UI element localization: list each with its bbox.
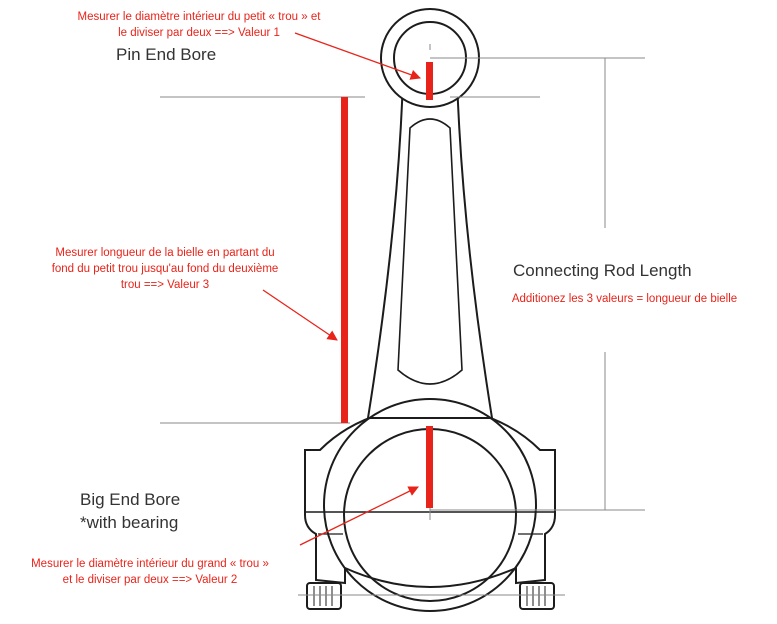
length-note-line-1: Mesurer longueur de la bielle en partant… — [55, 247, 275, 259]
dimension-guides — [160, 57, 645, 596]
length-note-line-2: fond du petit trou jusqu'au fond du deux… — [51, 263, 279, 275]
big-end-annotation: Mesurer le diamètre intérieur du grand «… — [0, 556, 300, 588]
pin-end-annotation: Mesurer le diamètre intérieur du petit «… — [18, 9, 380, 41]
pin-radius-bar — [426, 62, 433, 100]
big-end-radius-bar — [426, 426, 433, 508]
big-end-bore-outer — [323, 398, 537, 612]
big-note-line-2: et le diviser par deux ==> Valeur 2 — [62, 574, 238, 586]
rod-beam — [366, 77, 494, 419]
measurement-bars — [341, 62, 433, 508]
pin-note-line-2: le diviser par deux ==> Valeur 1 — [118, 27, 280, 39]
bolt-right — [519, 582, 555, 610]
big-end-bore-label: Big End Bore *with bearing — [80, 488, 180, 534]
big-note-arrow — [299, 486, 419, 546]
big-note-line-1: Mesurer le diamètre intérieur du grand «… — [31, 558, 269, 570]
length-note-arrow — [262, 289, 338, 341]
big-end-bore-line-2: *with bearing — [80, 513, 179, 532]
annotation-arrows — [262, 32, 421, 546]
bolt-left — [306, 582, 342, 610]
connecting-rod-length-label: Connecting Rod Length — [513, 261, 692, 280]
big-end-bore-line-1: Big End Bore — [80, 490, 181, 509]
rod-length-bar — [341, 97, 348, 423]
rod-length-annotation: Mesurer longueur de la bielle en partant… — [20, 245, 310, 293]
pin-note-arrow — [294, 32, 421, 80]
pin-end-bore-label: Pin End Bore — [116, 45, 217, 64]
pin-note-line-1: Mesurer le diamètre intérieur du petit «… — [77, 11, 321, 23]
length-note-line-3: trou ==> Valeur 3 — [120, 279, 210, 291]
beam-pocket — [397, 118, 463, 385]
total-annotation: Additionez les 3 valeurs = longueur de b… — [482, 291, 767, 307]
total-note-line: Additionez les 3 valeurs = longueur de b… — [511, 293, 738, 305]
